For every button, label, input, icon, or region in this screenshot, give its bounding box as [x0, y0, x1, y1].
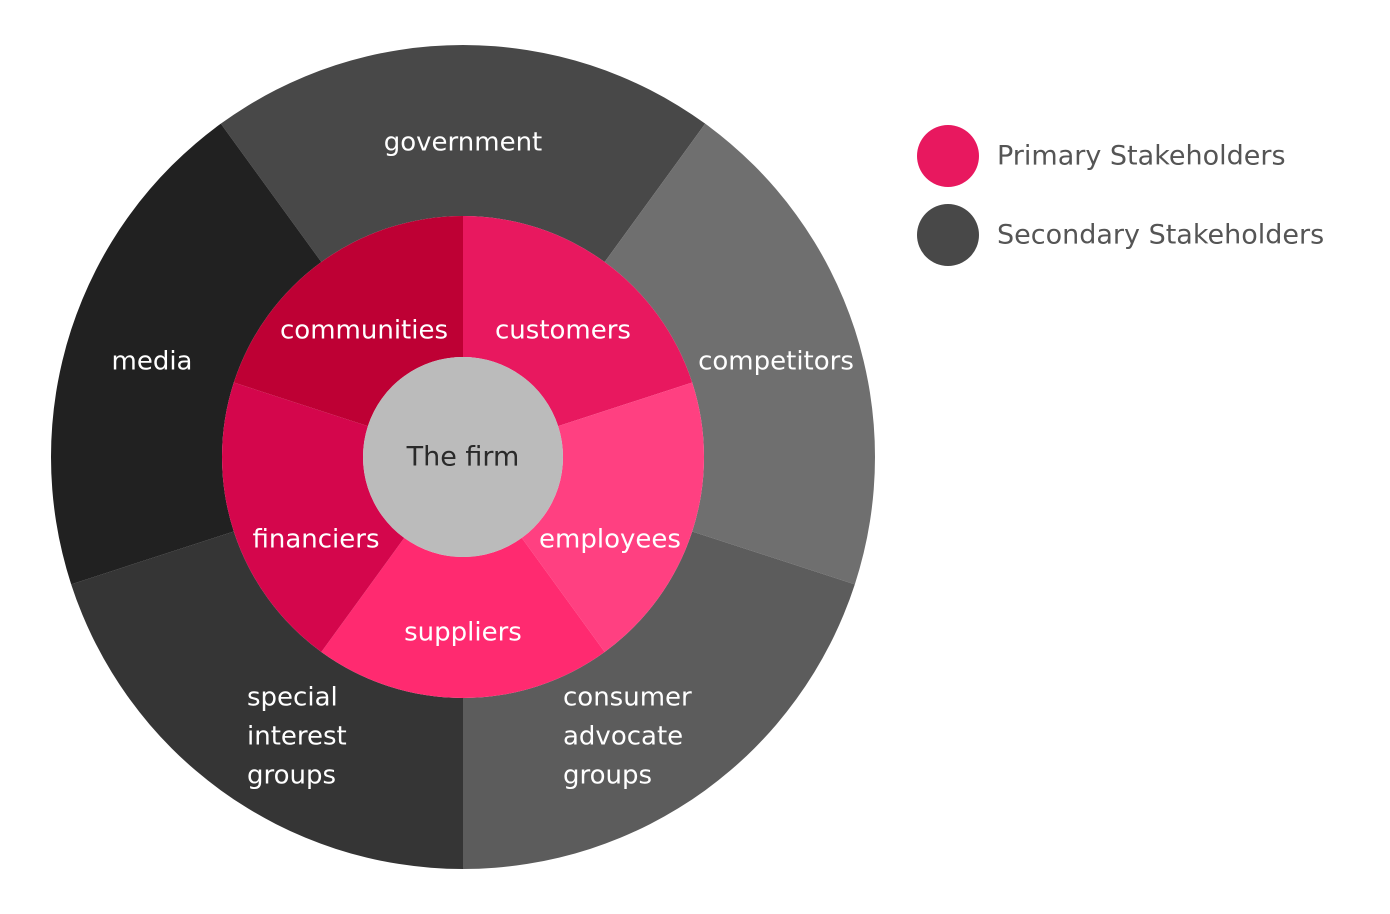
legend-label-0: Primary Stakeholders — [997, 141, 1286, 172]
secondary-label-media-line: media — [112, 347, 193, 377]
secondary-label-special-interest-groups-line: interest — [247, 722, 347, 752]
secondary-label-consumer-advocate-groups-line: advocate — [563, 722, 683, 752]
primary-segment-financiers — [222, 382, 405, 652]
primary-label-communities-line: communities — [280, 316, 448, 346]
primary-label-financiers-line: financiers — [252, 525, 379, 555]
primary-label-customers-line: customers — [495, 316, 631, 346]
secondary-label-consumer-advocate-groups: consumer advocate groups — [563, 683, 692, 791]
secondary-label-competitors-line: competitors — [698, 347, 854, 377]
center-label: The firm — [406, 442, 520, 473]
secondary-label-special-interest-groups-line: special — [247, 683, 338, 713]
primary-label-suppliers-line: suppliers — [404, 618, 522, 648]
primary-segment-suppliers — [321, 537, 605, 698]
secondary-label-special-interest-groups: special interest groups — [247, 683, 347, 791]
secondary-label-consumer-advocate-groups-line: consumer — [563, 683, 692, 713]
primary-label-employees-line: employees — [539, 525, 681, 555]
secondary-label-special-interest-groups-line: groups — [247, 761, 336, 791]
primary-label-communities: communities — [280, 316, 448, 346]
secondary-segment-special-interest-groups — [71, 531, 463, 869]
secondary-segment-media — [50, 123, 322, 585]
secondary-segment-government — [220, 45, 706, 263]
center-circle — [363, 357, 563, 557]
primary-label-suppliers: suppliers — [404, 618, 522, 648]
primary-segment-communities — [233, 216, 463, 427]
secondary-label-competitors: competitors — [698, 347, 854, 377]
legend-label-1: Secondary Stakeholders — [997, 220, 1324, 251]
secondary-label-media: media — [112, 347, 193, 377]
primary-segment-customers — [463, 216, 693, 427]
primary-label-customers: customers — [495, 316, 631, 346]
secondary-label-government-line: government — [384, 128, 543, 158]
primary-label-employees: employees — [539, 525, 681, 555]
secondary-label-consumer-advocate-groups-line: groups — [563, 761, 652, 791]
legend-swatch-0 — [917, 125, 979, 187]
secondary-segment-consumer-advocate-groups — [463, 531, 855, 869]
secondary-label-government: government — [384, 128, 543, 158]
legend-swatch-1 — [917, 204, 979, 266]
secondary-segment-competitors — [604, 123, 875, 585]
primary-label-financiers: financiers — [252, 525, 379, 555]
primary-segment-employees — [521, 382, 705, 652]
